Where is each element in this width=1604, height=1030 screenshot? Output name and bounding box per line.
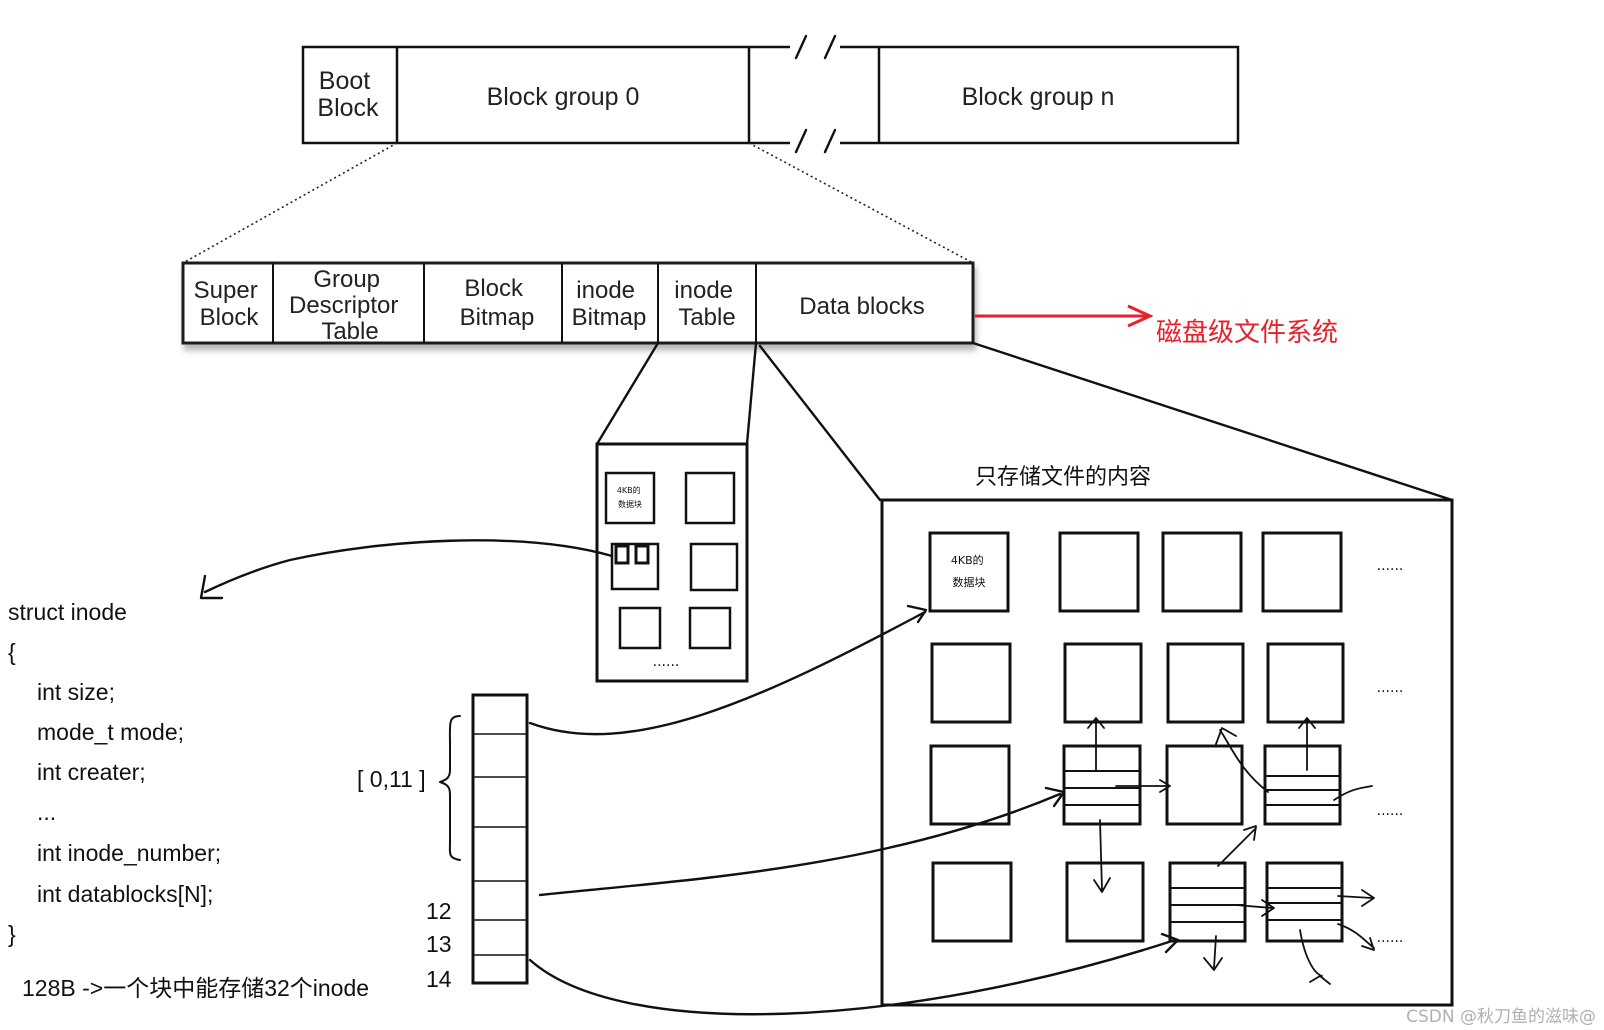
data-block-label: 4KB的 数据块 xyxy=(951,553,987,589)
code-line: { xyxy=(8,639,16,665)
range-label: [ 0,11 ] xyxy=(357,766,426,792)
struct-inode-code: struct inode { int size; mode_t mode; in… xyxy=(8,599,369,1001)
inode-bitmap-label: inode Bitmap xyxy=(572,277,647,331)
datablocks-array: [ 0,11 ] 12 13 14 xyxy=(357,693,529,992)
data-ellipsis: ...... xyxy=(1377,803,1404,819)
data-block xyxy=(931,861,1013,943)
boot-block-label: Boot Block xyxy=(317,67,379,122)
code-line: mode_t mode; xyxy=(37,719,184,745)
inode-table-zoom: 4KB的 数据块 ...... xyxy=(595,341,758,683)
index-label-12: 12 xyxy=(426,898,452,924)
code-line: int creater; xyxy=(37,759,146,785)
disk-fs-arrow: 磁盘级文件系统 xyxy=(975,304,1338,348)
block-group-0-label: Block group 0 xyxy=(487,83,640,111)
group-descriptor-table-label: Group Descriptor Table xyxy=(289,266,405,345)
code-line: ... xyxy=(37,799,56,825)
block-bitmap-label: Block Bitmap xyxy=(460,275,535,331)
block-group-n-label: Block group n xyxy=(962,83,1115,111)
inode-ellipsis: ...... xyxy=(653,654,680,670)
data-block xyxy=(1161,531,1243,613)
inode-block xyxy=(618,606,662,650)
data-zoom-caption: 只存储文件的内容 xyxy=(975,465,1151,490)
data-block xyxy=(1063,642,1143,724)
data-block-index xyxy=(1168,861,1247,943)
disk-partition-bar: Boot Block Block group 0 Block group n xyxy=(301,34,1240,154)
data-block xyxy=(1065,861,1145,943)
code-line: struct inode xyxy=(8,599,127,625)
code-line: int size; xyxy=(37,679,115,705)
block-group-outline xyxy=(181,261,975,345)
data-block xyxy=(1166,642,1245,724)
zoom-line-left xyxy=(182,142,398,264)
zoom-line-right xyxy=(748,142,974,264)
watermark: CSDN @秋刀鱼的滋味@ xyxy=(1406,1007,1596,1027)
code-line: int inode_number; xyxy=(37,840,221,866)
datablocks-array-box xyxy=(471,693,529,985)
code-line: int datablocks[N]; xyxy=(37,881,213,907)
index-label-14: 14 xyxy=(426,966,452,992)
inode-to-struct-arrow xyxy=(203,539,614,594)
data-block-index xyxy=(1062,744,1142,826)
data-blocks-label: Data blocks xyxy=(799,293,924,320)
data-block xyxy=(1266,642,1345,724)
data-block xyxy=(1165,744,1244,826)
data-block xyxy=(929,744,1011,826)
data-block-first xyxy=(928,531,1010,613)
disk-fs-label: 磁盘级文件系统 xyxy=(1156,318,1338,348)
range-brace xyxy=(439,715,461,861)
data-block xyxy=(1261,531,1343,613)
code-line: } xyxy=(8,921,16,947)
size-note: 128B ->一个块中能存储32个inode xyxy=(22,975,369,1001)
inode-block xyxy=(684,471,736,525)
data-ellipsis: ...... xyxy=(1377,930,1404,946)
data-ellipsis: ...... xyxy=(1377,558,1404,574)
data-ellipsis: ...... xyxy=(1377,680,1404,696)
inode-block-label: 4KB的 数据块 xyxy=(617,485,643,509)
array-pointer-arrows xyxy=(528,604,1180,1016)
disk-bar-outline xyxy=(301,45,1240,145)
index-label-13: 13 xyxy=(426,931,452,957)
data-block xyxy=(930,642,1012,724)
super-block-label: Super Block xyxy=(194,277,265,331)
inode-block xyxy=(689,542,739,592)
inode-entry xyxy=(614,544,630,565)
block-group-bar: Super Block Group Descriptor Table Block… xyxy=(181,261,975,345)
data-block-index xyxy=(1263,744,1342,826)
indirect-pointer-arrows xyxy=(1087,717,1375,985)
inode-entry xyxy=(634,544,650,565)
inode-block xyxy=(688,606,732,650)
data-block xyxy=(1058,531,1140,613)
data-blocks-zoom: 只存储文件的内容 4KB的 数据块 ...... ...... ...... xyxy=(758,341,1454,1007)
inode-table-label: inode Table xyxy=(674,277,739,331)
break-mark xyxy=(794,34,808,60)
inode-block xyxy=(604,471,656,525)
